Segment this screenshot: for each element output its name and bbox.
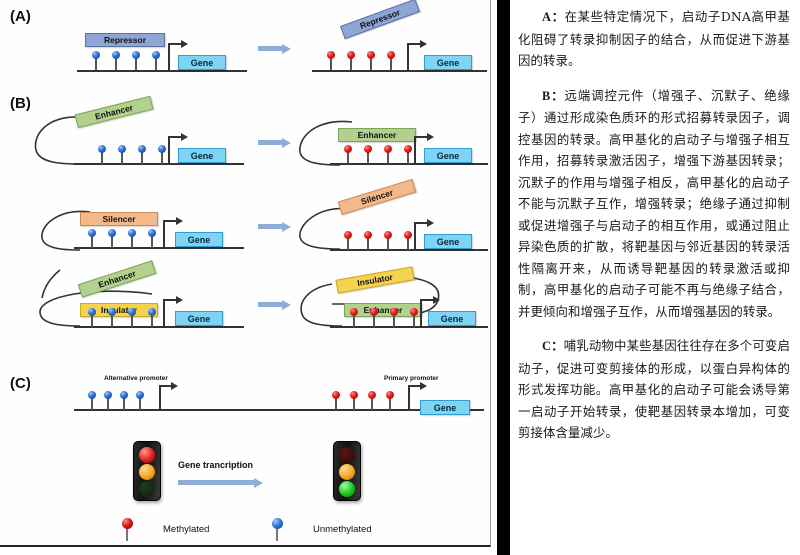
caption-lead-a: A：: [542, 10, 565, 24]
chromatin-loop: [299, 207, 351, 250]
caption-body-b: 远端调控元件（增强子、沉默子、绝缘子）通过形成染色质环的形式招募转录因子，调控基…: [518, 87, 790, 319]
legend-unmethylated-label: Unmethylated: [313, 524, 372, 535]
traffic-light-yellow-bulb: [139, 464, 155, 480]
tss-arrow: [407, 40, 431, 72]
legend-methylated-label: Methylated: [163, 524, 210, 535]
gene-box: Gene: [175, 232, 223, 247]
figure-pane: (A) Repressor Gene Repressor Gene (B): [0, 0, 491, 547]
repressor-box-released: Repressor: [340, 0, 420, 40]
silencer-box-bound: Silencer: [80, 212, 158, 226]
dna-backbone: [74, 326, 244, 328]
tss-arrow: [168, 133, 192, 165]
tss-arrow-alternative: [159, 382, 183, 410]
tss-arrow: [414, 133, 438, 165]
transition-arrow: [258, 300, 292, 310]
tss-arrow: [168, 40, 192, 72]
traffic-light-green-bulb: [139, 481, 155, 497]
chromatin-loop: [41, 210, 91, 251]
insulator-box-bound: Insulator: [80, 303, 158, 317]
gene-box: Gene: [428, 311, 476, 326]
gene-box: Gene: [178, 55, 226, 70]
caption-body-a: 在某些特定情况下，启动子DNA高甲基化阻碍了转录抑制因子的结合，从而促进下游基因…: [518, 9, 790, 68]
chromatin-loop: [299, 120, 353, 166]
dna-backbone: [74, 247, 244, 249]
transition-arrow: [258, 222, 292, 232]
traffic-light-yellow-bulb: [339, 464, 355, 480]
caption-paragraph-a: A：在某些特定情况下，启动子DNA高甲基化阻碍了转录抑制因子的结合，从而促进下游…: [518, 6, 790, 72]
enhancer-box-bound: Enhancer: [344, 303, 422, 317]
caption-lead-b: B：: [542, 88, 565, 103]
dna-backbone: [312, 70, 487, 72]
dna-backbone: [77, 70, 247, 72]
dna-backbone: [330, 326, 488, 328]
gene-box: Gene: [175, 311, 223, 326]
caption-body-c: 哺乳动物中某些基因往往存在多个可变启动子，促进可变剪接体的形成，以蛋白异构体的形…: [518, 338, 790, 440]
gene-box: Gene: [178, 148, 226, 163]
panel-b-letter: (B): [10, 95, 31, 112]
tss-arrow: [420, 296, 444, 328]
caption-pane: A：在某些特定情况下，启动子DNA高甲基化阻碍了转录抑制因子的结合，从而促进下游…: [512, 0, 800, 555]
panel-c-letter: (C): [10, 375, 31, 392]
traffic-light-red-bulb: [139, 447, 155, 463]
traffic-light-red-bulb: [339, 447, 355, 463]
gene-box: Gene: [420, 400, 470, 415]
transition-arrow: [258, 138, 292, 148]
dna-backbone: [330, 249, 488, 251]
alternative-promoter-label: Alternative promoter: [104, 375, 168, 382]
dna-backbone: [74, 163, 244, 165]
caption-paragraph-c: C：哺乳动物中某些基因往往存在多个可变启动子，促进可变剪接体的形成，以蛋白异构体…: [518, 335, 790, 444]
tss-arrow-primary: [408, 382, 432, 410]
panel-a-letter: (A): [10, 8, 31, 25]
tss-arrow: [163, 217, 187, 249]
tss-arrow: [163, 296, 187, 328]
primary-promoter-label: Primary promoter: [384, 375, 439, 382]
traffic-light-left: [133, 441, 161, 501]
chromatin-loop: [34, 116, 89, 165]
caption-paragraph-b: B：远端调控元件（增强子、沉默子、绝缘子）通过形成染色质环的形式招募转录因子，调…: [518, 85, 790, 323]
dna-backbone: [74, 409, 484, 411]
silencer-box-released: Silencer: [337, 178, 417, 216]
enhancer-box-free: Enhancer: [74, 95, 154, 129]
traffic-light-green-bulb: [339, 481, 355, 497]
gene-transcription-label: Gene trancription: [178, 460, 254, 470]
repressor-box-bound: Repressor: [85, 33, 165, 47]
gene-box: Gene: [424, 234, 472, 249]
gene-transcription-arrow: [178, 478, 264, 488]
traffic-light-right: [333, 441, 361, 501]
gene-box: Gene: [424, 55, 472, 70]
transition-arrow: [258, 44, 292, 54]
enhancer-box-bound: Enhancer: [338, 128, 416, 142]
pane-divider: [497, 0, 510, 555]
caption-lead-c: C：: [542, 339, 564, 353]
gene-box: Gene: [424, 148, 472, 163]
dna-backbone: [330, 163, 488, 165]
tss-arrow: [414, 219, 438, 251]
chromatin-loop: [39, 269, 153, 327]
